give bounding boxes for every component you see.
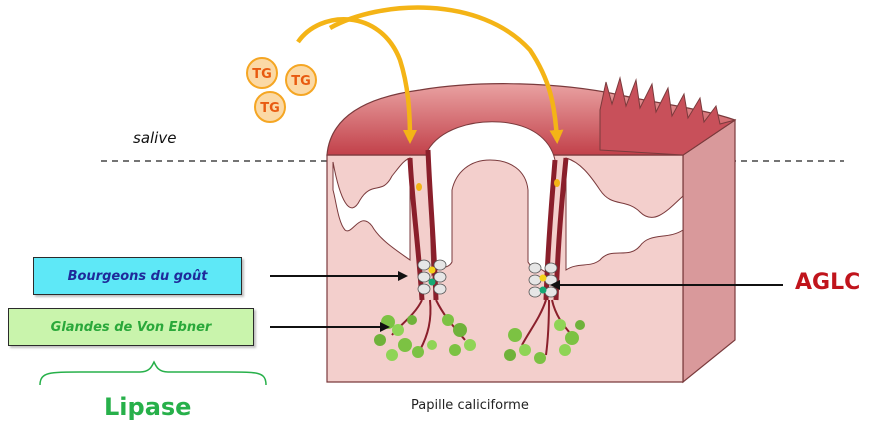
lipase-label: Lipase [104, 393, 191, 421]
glandes-label: Glandes de Von Ebner [51, 320, 212, 335]
lipase-brace [40, 362, 266, 385]
bourgeons-label-box: Bourgeons du goût [33, 257, 242, 295]
tg-molecules: TG TG TG [247, 58, 316, 122]
glandes-label-box: Glandes de Von Ebner [8, 308, 254, 346]
tissue-block [327, 78, 735, 382]
bourgeons-label: Bourgeons du goût [68, 269, 208, 284]
tg-molecule: TG [255, 92, 285, 122]
tg-label: TG [260, 101, 280, 116]
tg-label: TG [252, 67, 272, 82]
tg-molecule: TG [286, 65, 316, 95]
tg-label: TG [291, 74, 311, 89]
tg-molecule: TG [247, 58, 277, 88]
aglc-label: AGLC [795, 270, 860, 295]
salive-label: salive [133, 129, 176, 147]
papille-caption: Papille caliciforme [411, 398, 529, 413]
